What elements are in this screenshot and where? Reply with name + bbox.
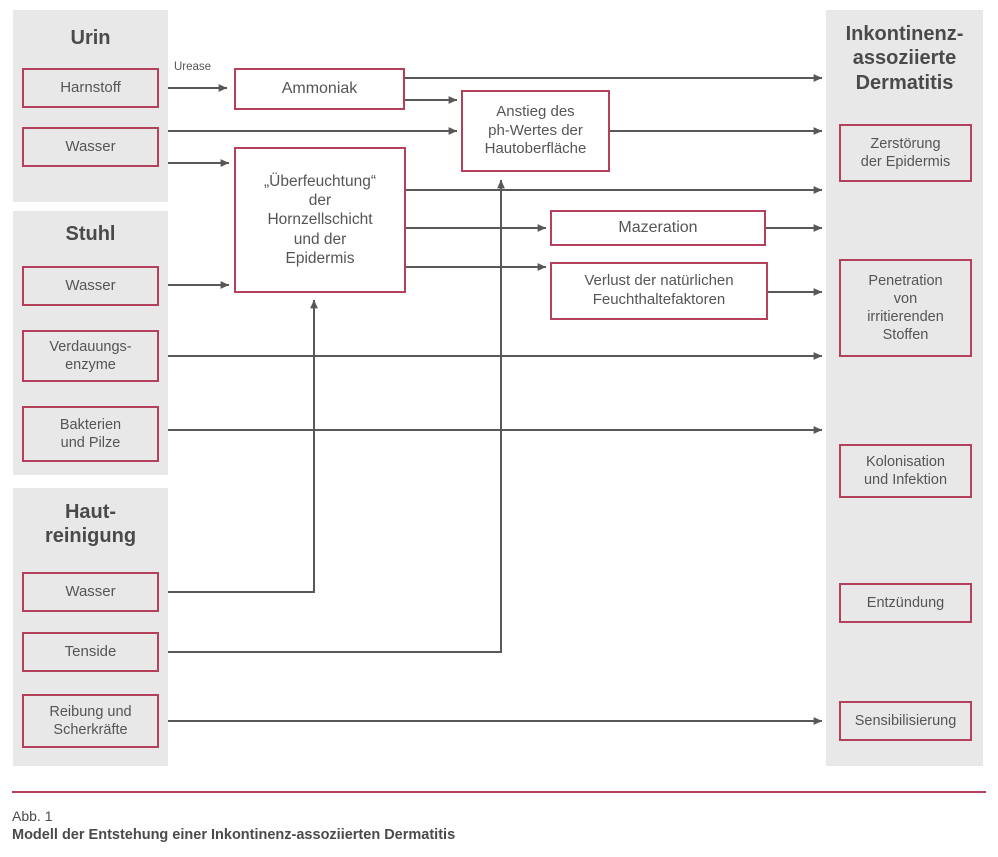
group-title-hautreinigung: Haut- reinigung (44, 501, 137, 548)
footer-divider (12, 791, 986, 793)
node-ueberfeuchtung[interactable]: „Überfeuchtung“ der Hornzellschicht und … (234, 147, 406, 293)
node-tenside[interactable]: Tenside (22, 632, 159, 672)
node-harnstoff[interactable]: Harnstoff (22, 68, 159, 108)
node-urin-wasser[interactable]: Wasser (22, 127, 159, 167)
figure-caption: Abb. 1 Modell der Entstehung einer Inkon… (12, 808, 455, 843)
group-panel-outcome (826, 10, 983, 766)
node-haut-wasser[interactable]: Wasser (22, 572, 159, 612)
group-title-stuhl: Stuhl (65, 223, 116, 245)
node-penetration[interactable]: Penetration von irritierenden Stoffen (839, 259, 972, 357)
node-ph-anstieg[interactable]: Anstieg des ph-Wertes der Hautoberfläche (461, 90, 610, 172)
edge-label-urease: Urease (174, 61, 212, 73)
group-title-outcome: Inkontinenz- assoziierte Dermatitis (845, 23, 964, 94)
node-stuhl-wasser[interactable]: Wasser (22, 266, 159, 306)
group-title-urin: Urin (70, 27, 111, 49)
node-verdauungsenzyme[interactable]: Verdauungs- enzyme (22, 330, 159, 382)
node-sensibilisierung[interactable]: Sensibilisierung (839, 701, 972, 741)
node-mazeration[interactable]: Mazeration (550, 210, 766, 246)
node-reibung-und-scherkraefte[interactable]: Reibung und Scherkräfte (22, 694, 159, 748)
node-entzuendung[interactable]: Entzündung (839, 583, 972, 623)
node-verlust-feuchthaltefaktoren[interactable]: Verlust der natürlichen Feuchthaltefakto… (550, 262, 768, 320)
node-zerstoerung-der-epidermis[interactable]: Zerstörung der Epidermis (839, 124, 972, 182)
node-ammoniak[interactable]: Ammoniak (234, 68, 405, 110)
group-panel-hautreinigung (13, 488, 168, 766)
node-kolonisation-und-infektion[interactable]: Kolonisation und Infektion (839, 444, 972, 498)
caption-text: Modell der Entstehung einer Inkontinenz-… (12, 827, 456, 843)
caption-number: Abb. 1 (12, 808, 53, 824)
group-panel-stuhl (13, 211, 168, 475)
node-bakterien-und-pilze[interactable]: Bakterien und Pilze (22, 406, 159, 462)
